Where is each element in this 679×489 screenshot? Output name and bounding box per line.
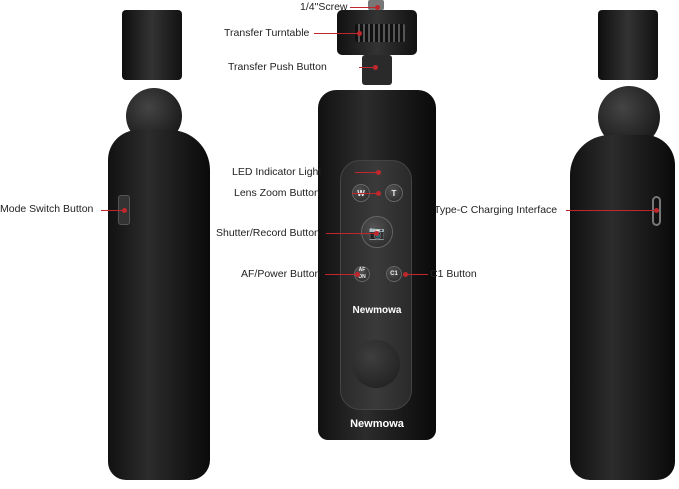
leader-push-button — [359, 67, 374, 68]
dot-shutter — [374, 231, 379, 236]
dot-lens-zoom — [376, 191, 381, 196]
brand-logo-bottom: Newmowa — [350, 418, 404, 430]
leader-turntable — [314, 33, 359, 34]
brand-logo-panel: Newmowa — [352, 305, 402, 316]
leader-c1 — [405, 274, 428, 275]
dot-screw — [375, 5, 380, 10]
leader-lens-zoom — [352, 193, 378, 194]
label-led: LED Indicator Light — [232, 166, 322, 178]
dot-type-c — [654, 208, 659, 213]
right-grip-body — [570, 135, 675, 480]
leader-shutter — [326, 233, 376, 234]
left-grip-body — [108, 130, 210, 480]
right-mount-head — [598, 10, 658, 80]
c1-button[interactable]: C1 — [386, 266, 402, 282]
leader-type-c — [566, 210, 656, 211]
left-mount-head — [122, 10, 182, 80]
label-shutter: Shutter/Record Button — [216, 227, 320, 239]
leader-led — [355, 172, 377, 173]
dot-af-power — [355, 272, 360, 277]
dot-push-button — [373, 65, 378, 70]
label-turntable: Transfer Turntable — [224, 27, 310, 39]
leader-af-power — [325, 274, 357, 275]
label-screw: 1/4"Screw — [300, 1, 348, 13]
label-af-power: AF/Power Button — [241, 268, 321, 280]
dot-turntable — [357, 31, 362, 36]
leader-mode-switch — [101, 210, 124, 211]
label-lens-zoom: Lens Zoom Button — [234, 187, 320, 199]
transfer-push-button[interactable] — [362, 55, 392, 85]
transfer-turntable[interactable] — [355, 24, 405, 42]
dot-mode-switch — [122, 208, 127, 213]
zoom-tele-button[interactable]: T — [385, 184, 403, 202]
joystick[interactable] — [352, 340, 400, 388]
leader-screw — [350, 7, 377, 8]
label-mode-switch: Mode Switch Button — [0, 203, 94, 215]
dot-c1 — [403, 272, 408, 277]
label-c1: C1 Button — [430, 268, 477, 280]
dot-led — [376, 170, 381, 175]
label-push-button: Transfer Push Button — [228, 61, 327, 73]
label-type-c: Type-C Charging Interface — [434, 204, 558, 216]
